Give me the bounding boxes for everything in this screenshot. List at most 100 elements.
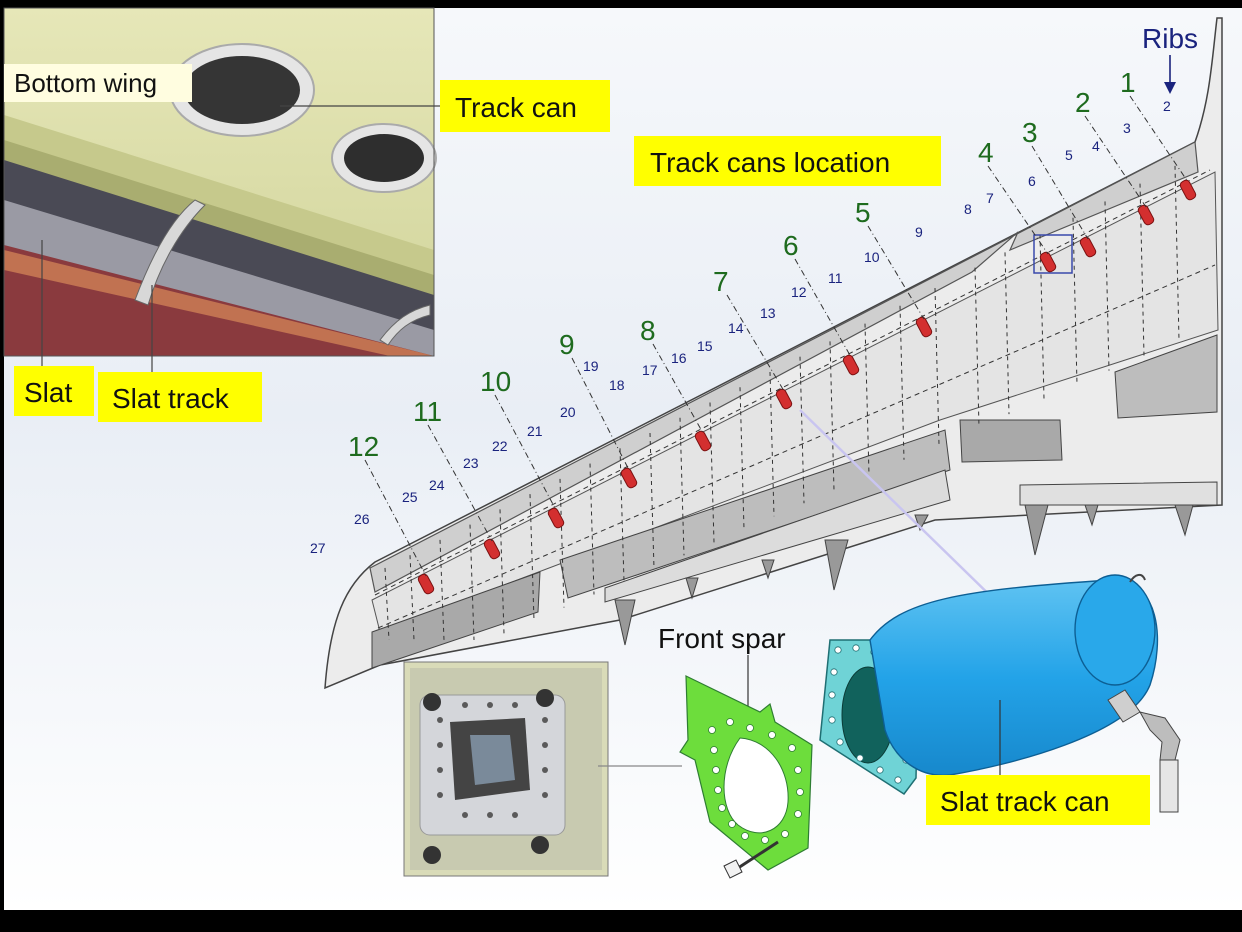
track-can-marker-7 (775, 388, 793, 410)
lower-panel-2 (559, 429, 951, 599)
track-cans-location-label-bg (634, 136, 941, 186)
track-number-leader-8 (652, 343, 704, 434)
rib-number-23: 23 (463, 455, 479, 471)
bottom-wing-photo (4, 8, 437, 356)
rib-line-25 (409, 555, 415, 641)
rib-number-14: 14 (728, 320, 744, 336)
front-spar-plate (679, 675, 813, 871)
track-number-leader-5 (867, 225, 925, 320)
track-can-label-bg (440, 80, 610, 132)
track-number-9: 9 (559, 329, 575, 360)
track-can-marker-5 (915, 316, 933, 338)
fairing-5 (914, 514, 929, 532)
track-can-marker-9 (620, 467, 638, 489)
rib-line-12 (799, 356, 805, 504)
lower-panel-5 (1114, 334, 1218, 419)
rib-line-16 (679, 417, 685, 556)
track-number-1: 1 (1120, 67, 1136, 98)
wing-drawing (324, 17, 1223, 690)
track-can-marker-2 (1137, 204, 1155, 226)
rib-numbers: 2 3 4 5 6 7 8 9 10 11 12 13 14 15 16 17 … (310, 98, 1171, 556)
track-can-marker-12 (417, 573, 435, 595)
rib-number-9: 9 (915, 224, 923, 240)
front-spar-photo-frame (403, 661, 609, 877)
rib-number-15: 15 (697, 338, 713, 354)
rib-line-19 (589, 463, 595, 595)
rib-number-26: 26 (354, 511, 370, 527)
bolt (723, 840, 779, 879)
track-number-11: 11 (413, 396, 442, 427)
rib-line-23 (469, 524, 475, 641)
track-can-marker-8 (694, 430, 712, 452)
rib-number-19: 19 (583, 358, 599, 374)
track-number-6: 6 (783, 230, 799, 261)
ribs-label: Ribs (1142, 23, 1198, 54)
track-number-leader-6 (794, 258, 852, 358)
rib-number-16: 16 (671, 350, 687, 366)
track-number-7: 7 (713, 266, 729, 297)
leading-edge-lower (371, 171, 1219, 633)
photo-frame (3, 7, 435, 357)
rib-number-18: 18 (609, 377, 625, 393)
lower-panel-1 (371, 571, 541, 669)
rib-line-1 (1174, 165, 1180, 341)
rib-line-18 (619, 448, 625, 582)
slat-track-label-bg (98, 372, 262, 422)
drain-fitting (1107, 689, 1181, 813)
rib-number-11: 11 (828, 270, 843, 286)
rib-number-10: 10 (864, 249, 880, 265)
rib-line-6 (1004, 252, 1010, 415)
slat-label: Slat (24, 377, 72, 408)
slat-track-can-label: Slat track can (940, 786, 1110, 817)
fairing-3 (761, 559, 775, 580)
fairing-6 (1024, 504, 1049, 556)
track-number-leader-1 (1129, 95, 1189, 183)
lower-panel-4 (959, 419, 1063, 463)
track-can-marker-4 (1039, 251, 1057, 273)
rib-number-5: 5 (1065, 147, 1073, 163)
track-number-10: 10 (480, 366, 511, 397)
rib-number-21: 21 (527, 423, 543, 439)
bottom-wing-label-bg (4, 64, 192, 102)
slat-track-can-label-bg (926, 775, 1150, 825)
track-can-marker-11 (483, 538, 501, 560)
track-can-label: Track can (455, 92, 577, 123)
track-can-marker-6 (842, 354, 860, 376)
fairing-7 (1084, 504, 1099, 527)
rib-number-13: 13 (760, 305, 776, 321)
front-spar-photo (404, 662, 608, 876)
rib-line-13 (769, 371, 775, 517)
track-number-12: 12 (348, 431, 379, 462)
ribs-arrow (1164, 55, 1176, 94)
lower-panel-6 (1019, 481, 1218, 506)
track-can-marker-1 (1179, 179, 1197, 201)
rib-number-27: 27 (310, 540, 326, 556)
front-spar-label: Front spar (658, 623, 786, 654)
rib-line-4 (1072, 217, 1078, 385)
track-number-5: 5 (855, 197, 871, 228)
rib-line-7 (974, 267, 980, 428)
rib-line-17 (649, 433, 655, 569)
track-numbers: 1 2 3 4 5 6 7 8 9 10 11 12 (348, 67, 1136, 462)
rib-number-17: 17 (642, 362, 658, 378)
fairing-2 (685, 577, 699, 600)
rib-line-9 (899, 305, 905, 460)
rib-line-24 (439, 539, 445, 641)
rib-number-22: 22 (492, 438, 508, 454)
rib-number-12: 12 (791, 284, 807, 300)
rib-line-8 (934, 287, 940, 445)
rib-number-2: 2 (1163, 98, 1171, 114)
rib-number-24: 24 (429, 477, 445, 493)
rib-number-25: 25 (402, 489, 418, 505)
track-number-leader-11 (427, 424, 493, 542)
track-number-3: 3 (1022, 117, 1038, 148)
track-number-leader-3 (1031, 145, 1089, 240)
rib-line-5 (1039, 234, 1045, 399)
track-number-leader-10 (494, 394, 557, 511)
track-number-leader-2 (1084, 115, 1147, 208)
rib-number-20: 20 (560, 404, 576, 420)
rib-line-20 (559, 478, 565, 608)
slat-band (369, 141, 1199, 593)
track-number-8: 8 (640, 315, 656, 346)
